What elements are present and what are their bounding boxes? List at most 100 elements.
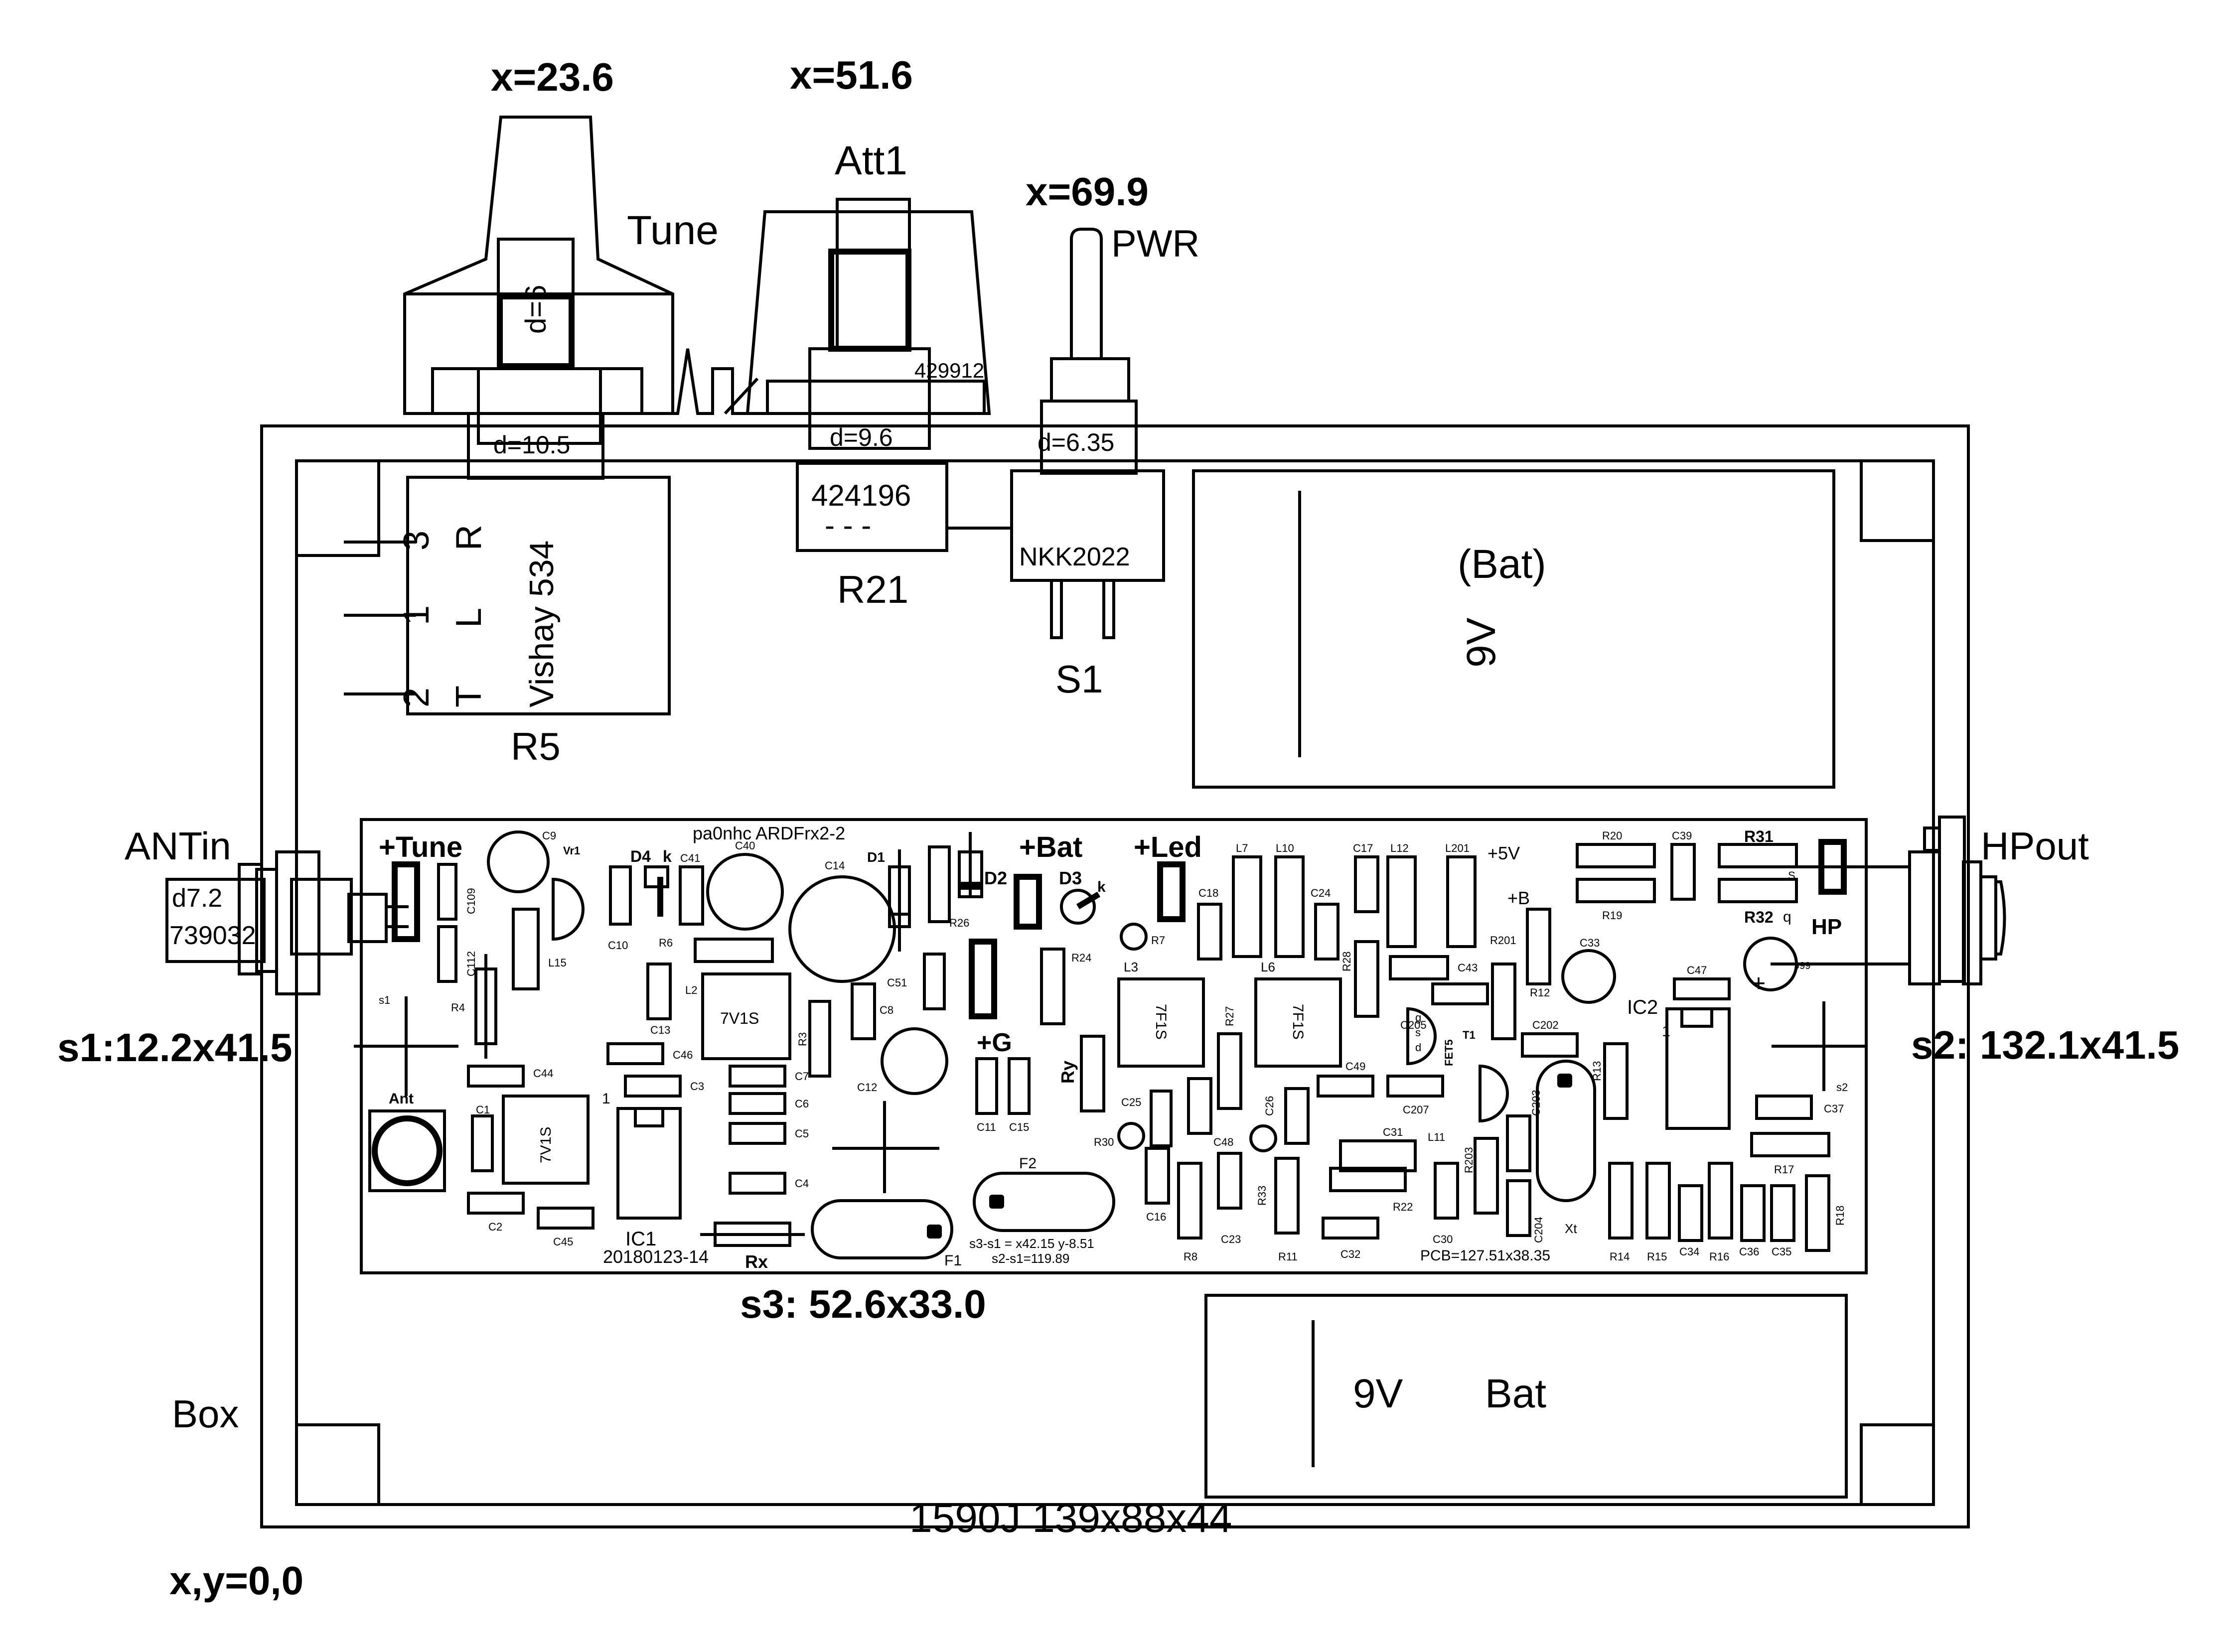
attenuator-potentiometer xyxy=(745,198,1012,552)
ref-r15: R15 xyxy=(1647,1250,1667,1263)
label-f1: F1 xyxy=(944,1252,962,1269)
tune-shaft-dia: d=6 xyxy=(520,285,552,334)
label-d4-k: k xyxy=(663,847,672,865)
label-pb: +B xyxy=(1507,888,1530,908)
pcb-labels: pa0nhc ARDFrx2-2 20180123-14 PCB=127.51x… xyxy=(379,823,1848,1272)
label-d3: D3 xyxy=(1059,868,1082,888)
label-d3-k: k xyxy=(1097,879,1106,895)
ref-c11: C11 xyxy=(977,1121,996,1133)
ref-c205: C205 xyxy=(1400,1019,1427,1031)
box-label: Box xyxy=(172,1392,239,1436)
label-f2: F2 xyxy=(1019,1155,1037,1172)
ref-ic2-pin1: 1 xyxy=(1662,1023,1670,1040)
ref-c26: C26 xyxy=(1263,1096,1276,1116)
ref-c9: C9 xyxy=(542,829,556,842)
ref-c37: C37 xyxy=(1824,1102,1844,1115)
ref-r19: R19 xyxy=(1602,909,1622,922)
s1-ref: S1 xyxy=(1055,657,1103,701)
ref-r28: R28 xyxy=(1340,952,1353,971)
battery-bottom xyxy=(1204,1294,1848,1499)
r5-pin-2: 2 xyxy=(397,688,437,707)
ref-c32: C32 xyxy=(1340,1248,1360,1260)
ref-r18: R18 xyxy=(1834,1206,1846,1226)
ref-c109: C109 xyxy=(465,888,477,914)
r5-pin-labels: 3 1 2 R L T xyxy=(397,525,489,707)
ref-c46: C46 xyxy=(673,1049,693,1061)
origin-label: x,y=0,0 xyxy=(169,1558,303,1603)
pcb-size: PCB=127.51x38.35 xyxy=(1420,1247,1550,1264)
ref-r201: R201 xyxy=(1490,934,1516,947)
label-g: +G xyxy=(977,1028,1012,1057)
ref-r14: R14 xyxy=(1610,1250,1630,1263)
r5-ref: R5 xyxy=(511,724,561,768)
ref-l11: L11 xyxy=(1428,1131,1445,1143)
ref-c12: C12 xyxy=(857,1081,877,1094)
att-name: Att1 xyxy=(835,138,907,183)
r5-vendor: Vishay 534 xyxy=(523,541,561,707)
pwr-bushing-dia: d=6.35 xyxy=(1038,428,1114,456)
mount-s2-label: s2: 132.1x41.5 xyxy=(1911,1023,2179,1067)
ref-c13: C13 xyxy=(650,1024,670,1036)
att-bushing-dia: d=9.6 xyxy=(830,423,893,451)
ref-c47: C47 xyxy=(1687,964,1707,976)
ref-led-s: S xyxy=(1788,869,1795,882)
ref-r11: R11 xyxy=(1278,1250,1298,1263)
hp-out-connector xyxy=(1908,816,2006,985)
tune-potentiometer xyxy=(344,116,759,715)
ref-c2: C2 xyxy=(488,1221,502,1233)
label-rx: Rx xyxy=(745,1251,768,1272)
battery-top-voltage: 9V xyxy=(1459,617,1504,668)
ref-c34: C34 xyxy=(1679,1245,1699,1258)
ref-c30: C30 xyxy=(1433,1233,1453,1245)
label-hp: HP xyxy=(1811,915,1842,939)
ref-l10: L10 xyxy=(1276,842,1294,854)
ref-r8: R8 xyxy=(1184,1250,1197,1263)
ref-l201: L201 xyxy=(1445,842,1470,854)
tune-x-label: x=23.6 xyxy=(491,55,614,99)
enclosure-model: 1590J 139x88x44 xyxy=(909,1496,1232,1541)
ref-c48: C48 xyxy=(1213,1136,1233,1148)
label-fil-l3: 7F1S xyxy=(1153,1004,1169,1040)
battery-bottom-voltage: 9V xyxy=(1353,1371,1403,1416)
att-x-label: x=51.6 xyxy=(790,53,913,97)
ref-c25: C25 xyxy=(1121,1096,1141,1108)
ref-r13: R13 xyxy=(1591,1061,1603,1081)
label-d4: D4 xyxy=(630,847,651,865)
ref-c6: C6 xyxy=(795,1098,809,1110)
mount-s1-label: s1:12.2x41.5 xyxy=(57,1025,293,1070)
label-reg-upper: 7V1S xyxy=(720,1009,759,1027)
power-switch xyxy=(1010,228,1165,639)
ref-c8: C8 xyxy=(880,1004,893,1016)
battery-top xyxy=(1192,469,1835,789)
pcb-parts xyxy=(368,830,1910,1259)
label-led: +Led xyxy=(1134,831,1202,863)
pcb-date: 20180123-14 xyxy=(603,1246,709,1267)
ref-r3: R3 xyxy=(796,1032,809,1046)
ref-r24: R24 xyxy=(1071,952,1091,964)
ref-c39: C39 xyxy=(1672,829,1692,842)
pcb-board xyxy=(354,818,1868,1274)
tune-name: Tune xyxy=(627,208,719,253)
ref-fet-d: d xyxy=(1415,1041,1421,1054)
ref-r22: R22 xyxy=(1393,1201,1413,1213)
ref-r16: R16 xyxy=(1709,1250,1729,1263)
label-l6: L6 xyxy=(1261,960,1275,974)
ref-l2: L2 xyxy=(685,984,697,996)
ref-r6: R6 xyxy=(659,937,673,949)
ref-c7: C7 xyxy=(795,1070,809,1083)
label-ic1: IC1 xyxy=(625,1228,656,1250)
ref-d1: D1 xyxy=(867,849,885,865)
ref-r33: R33 xyxy=(1256,1186,1268,1206)
r5-pin-1: 1 xyxy=(397,605,437,625)
label-ic2: IC2 xyxy=(1627,996,1658,1018)
ref-led-plus: + xyxy=(1752,970,1766,997)
ref-c3: C3 xyxy=(690,1080,704,1093)
ref-r30: R30 xyxy=(1094,1136,1114,1148)
ref-vr1: Vr1 xyxy=(563,844,580,857)
ref-c204: C204 xyxy=(1532,1217,1545,1243)
ref-c10: C10 xyxy=(608,939,628,952)
label-bat: +Bat xyxy=(1019,831,1082,863)
ref-c41: C41 xyxy=(680,852,700,864)
tune-bushing-dia: d=10.5 xyxy=(493,431,570,459)
label-fil-l6: 7F1S xyxy=(1290,1004,1306,1040)
